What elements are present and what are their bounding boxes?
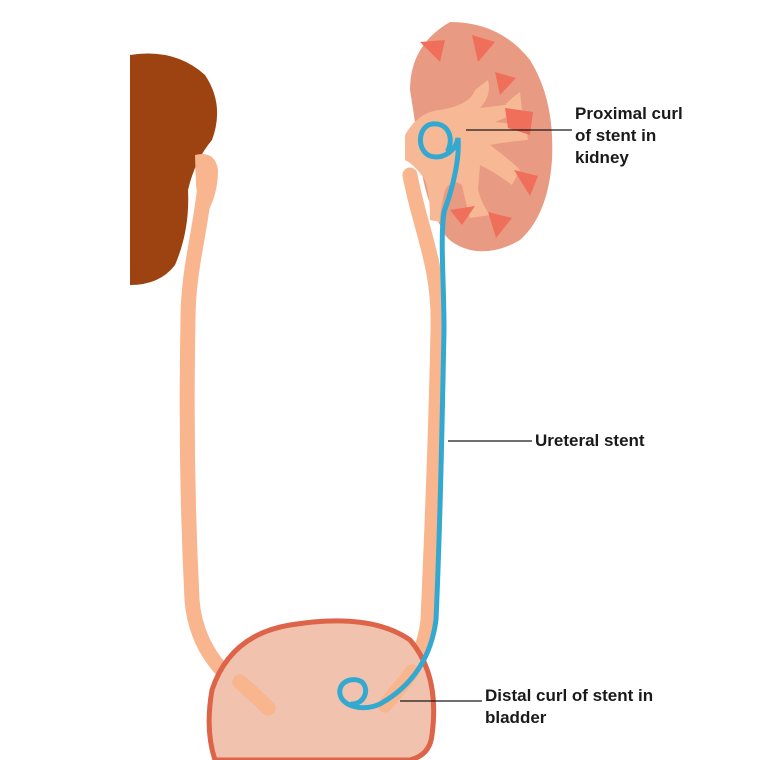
right-ureter bbox=[377, 167, 446, 713]
bladder bbox=[206, 618, 437, 760]
ureteral-stent-label: Ureteral stent bbox=[535, 431, 645, 450]
left-kidney bbox=[130, 53, 218, 285]
distal-curl-label: Distal curl of stent in bladder bbox=[485, 686, 654, 727]
calyx bbox=[472, 35, 495, 62]
proximal-curl-label: Proximal curl of stent in kidney bbox=[575, 104, 683, 167]
calyx bbox=[514, 170, 538, 196]
calyx bbox=[420, 40, 445, 62]
calyx bbox=[505, 108, 533, 135]
renal-pelvis bbox=[405, 80, 528, 222]
calyx bbox=[488, 212, 512, 238]
left-ureter-orifice bbox=[232, 674, 276, 716]
left-ureter bbox=[179, 177, 276, 716]
calyx bbox=[450, 206, 475, 225]
ureteral-stent bbox=[337, 121, 461, 711]
calyx bbox=[495, 72, 516, 95]
